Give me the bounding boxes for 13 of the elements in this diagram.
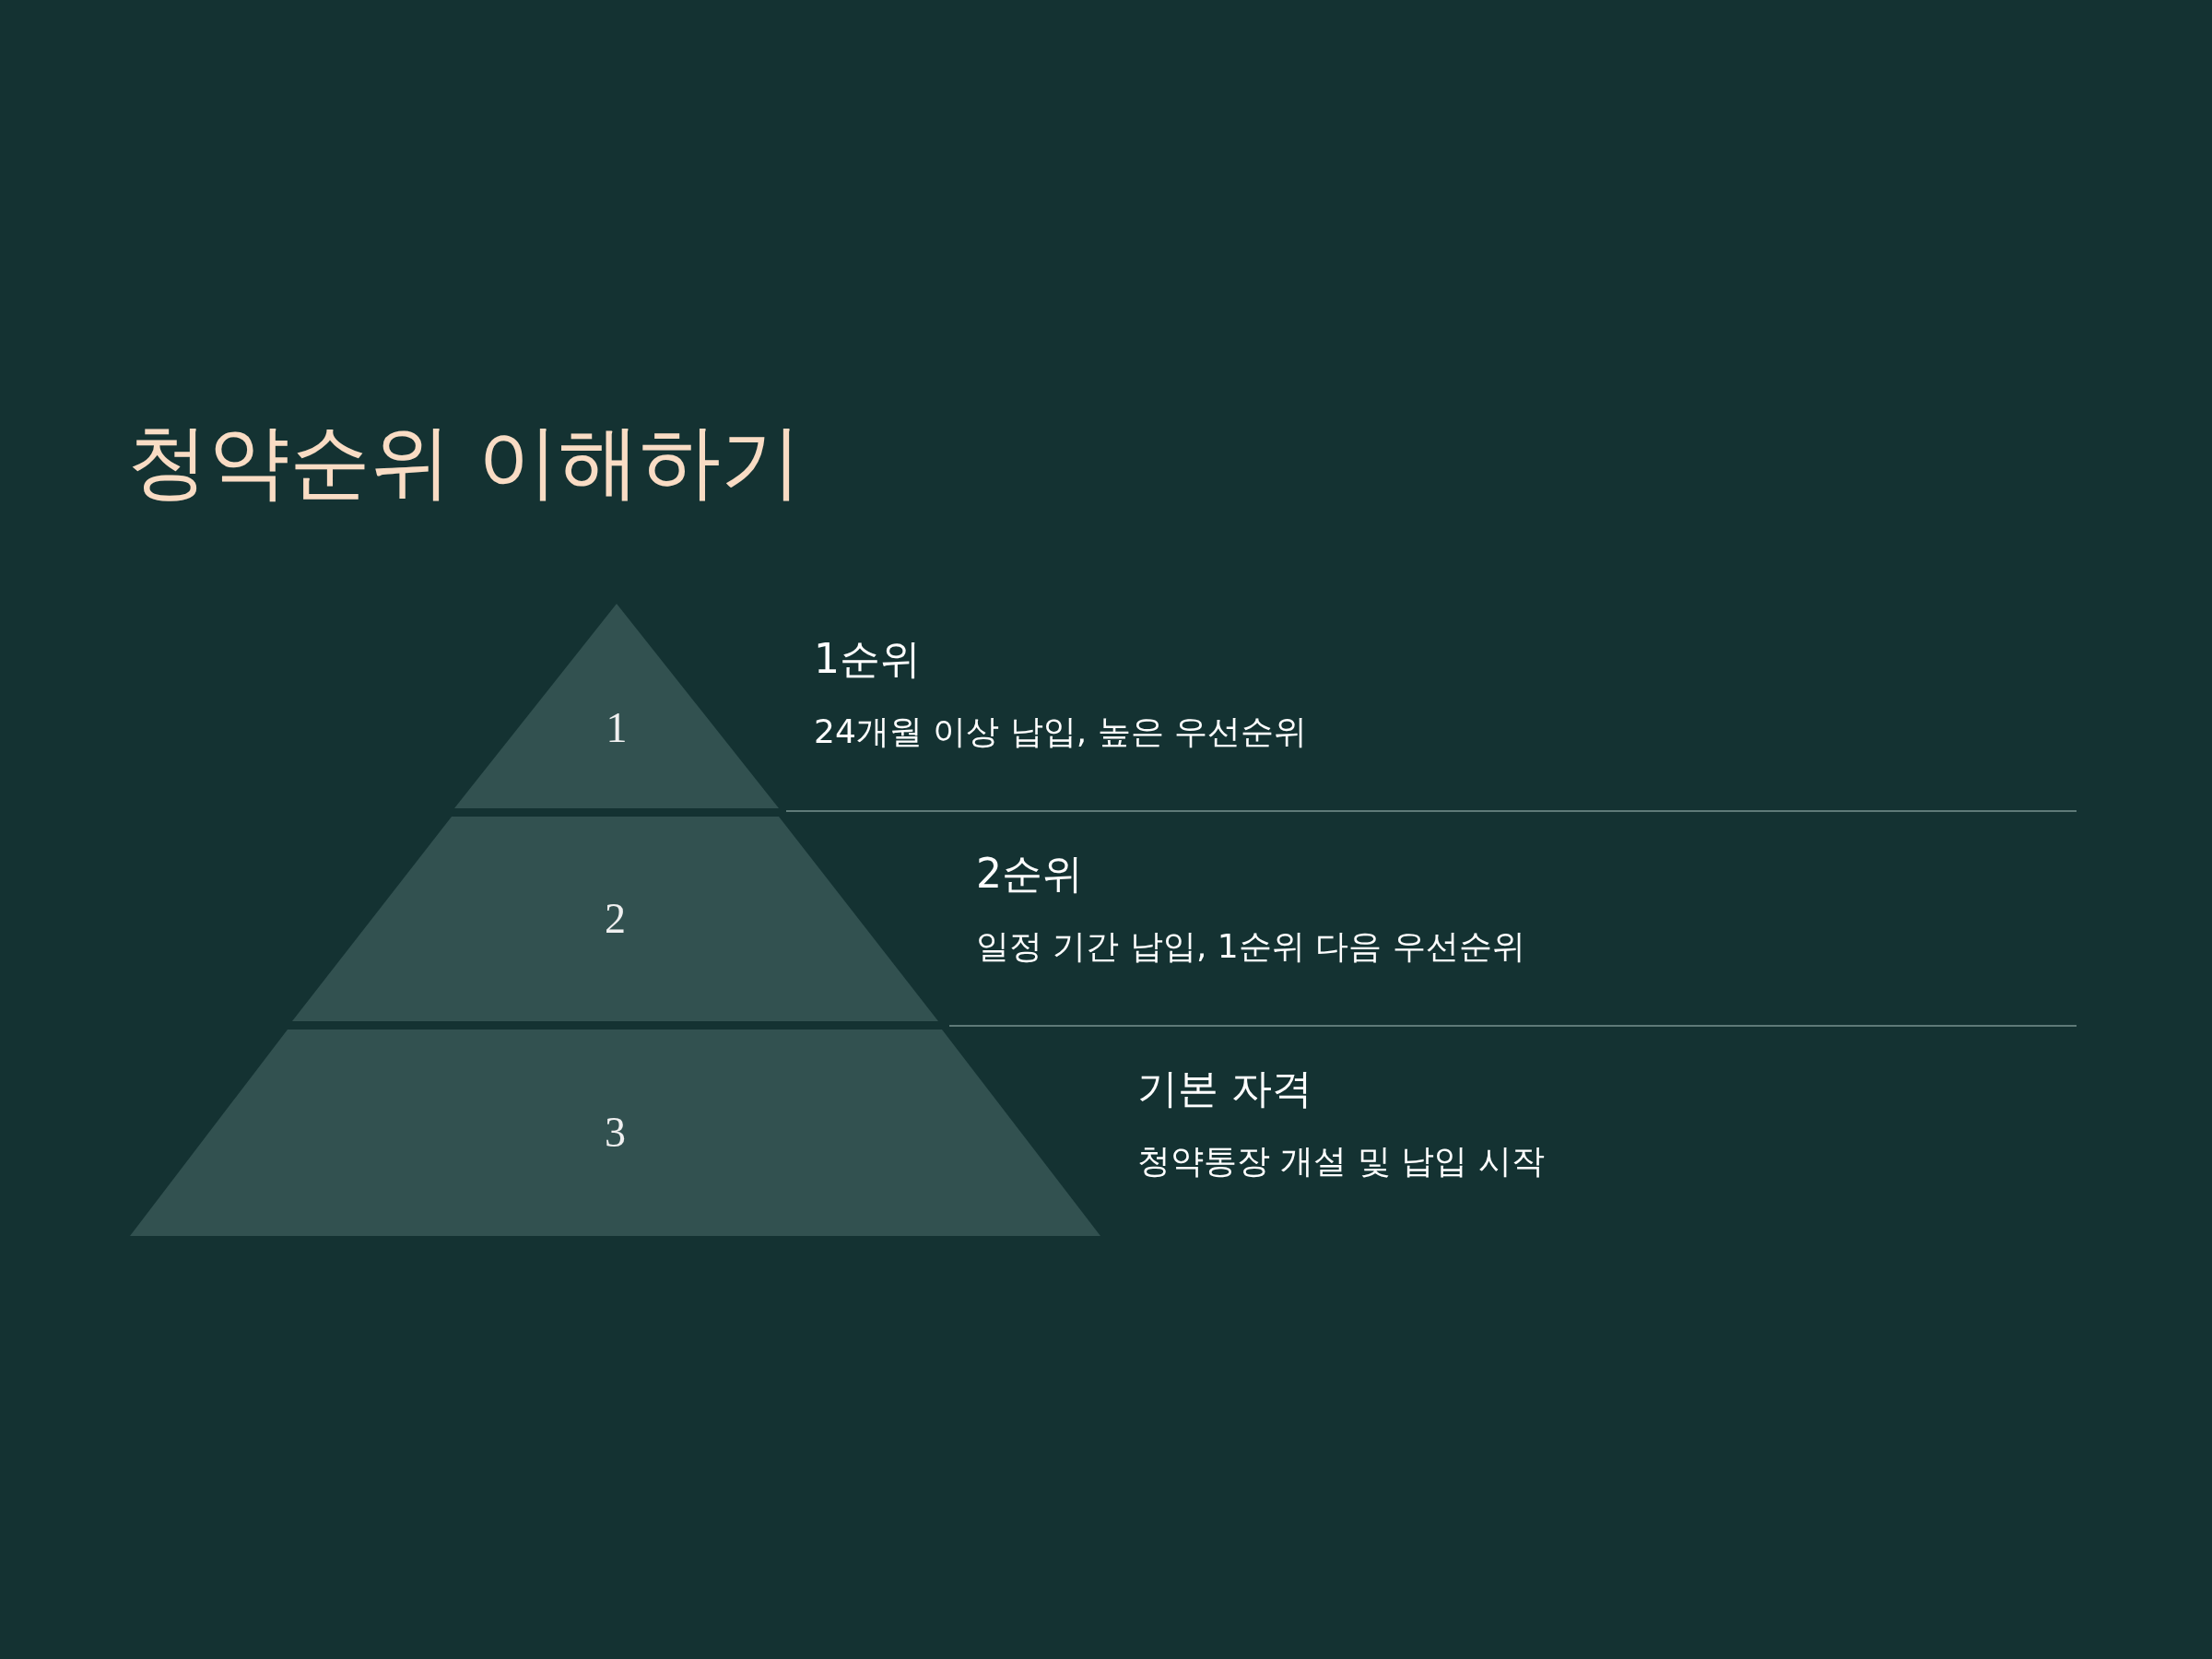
pyramid-tier [292,817,938,1021]
tier-heading: 1순위 [814,635,921,684]
tier-heading: 2순위 [976,850,1083,899]
tier-number: 1 [605,707,629,750]
title: 청약순위 이해하기 [127,413,802,511]
tier-description: 일정 기간 납입, 1순위 다음 우선순위 [976,926,1525,967]
pyramid-tier [130,1030,1100,1236]
tier-number: 3 [604,1112,627,1154]
tier-description: 청약통장 개설 및 납입 시작 [1137,1141,1545,1182]
pyramid-tier [454,604,779,808]
tier-number: 2 [604,898,627,940]
tier-heading: 기본 자격 [1137,1065,1312,1113]
tier-description: 24개월 이상 납입, 높은 우선순위 [814,712,1308,752]
